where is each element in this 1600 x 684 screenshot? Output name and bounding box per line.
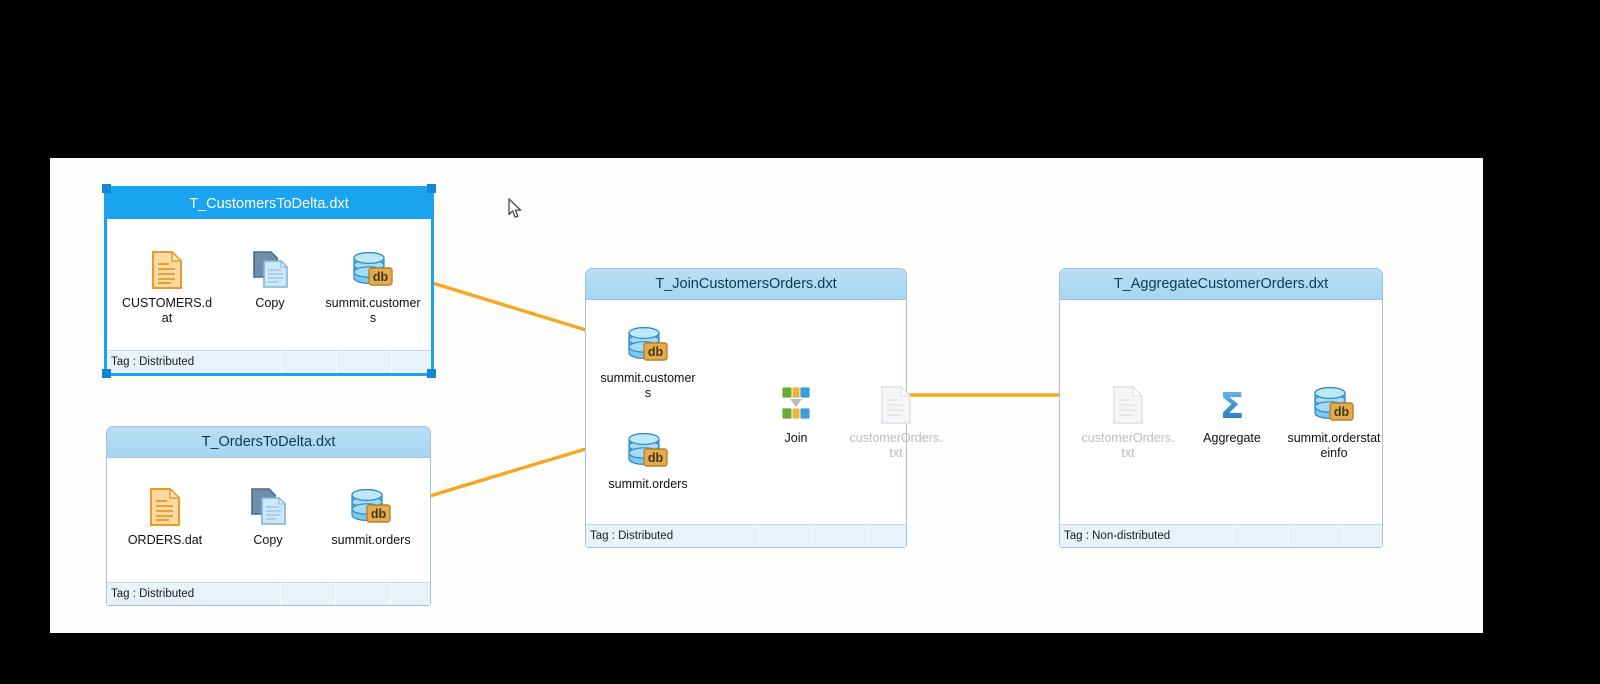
node-label-join-op: Join [784,431,808,445]
svg-text:db: db [648,345,664,359]
footer-cell-3 [1289,525,1344,547]
footer-tag-aggregate-customer-orders: Tag : Non-distributed [1060,525,1234,547]
footer-cell-4 [1343,525,1382,547]
node-join-op[interactable]: Join [748,382,844,446]
sigma-icon: Σ [1184,382,1280,428]
node-label-orders-dat: ORDERS.dat [127,533,203,547]
file-ghost-icon [848,382,944,428]
footer-cell-4 [391,583,430,605]
panel-body-join-customers-orders[interactable]: db summit.customers [586,300,943,547]
resize-handle-bottom-right[interactable] [427,369,436,378]
node-label-copy-2: Copy [253,533,283,547]
panel-orders-to-delta[interactable]: T_OrdersToDelta.dxt [106,426,431,606]
panel-footer-customers-to-delta: Tag : Distributed [107,350,431,373]
node-summit-orderstateinfo[interactable]: db summit.orderstateinfo [1286,382,1382,461]
footer-cell-4 [392,351,431,373]
svg-text:db: db [371,507,387,521]
node-aggregate-input-file[interactable]: customerOrders.txt [1080,382,1176,461]
node-join-input-orders[interactable]: db summit.orders [600,428,696,492]
footer-cell-2 [281,583,337,605]
node-copy-2[interactable]: Copy [220,484,316,548]
panel-title-join-customers-orders: T_JoinCustomersOrders.dxt [586,269,906,300]
node-label-customers-dat: CUSTOMERS.dat [121,296,213,325]
node-customers-dat[interactable]: CUSTOMERS.dat [119,247,215,326]
svg-text:db: db [648,451,664,465]
file-orange-icon [117,484,213,530]
footer-tag-join-customers-orders: Tag : Distributed [586,525,759,547]
footer-cell-3 [813,525,868,547]
resize-handle-top-right[interactable] [427,184,436,193]
database-db-icon: db [600,428,696,474]
node-label-summit-orderstateinfo: summit.orderstateinfo [1287,431,1381,460]
file-ghost-icon [1080,382,1176,428]
design-canvas[interactable]: T_CustomersToDelta.dxt [50,158,1483,633]
panel-body-aggregate-customer-orders[interactable]: customerOrders.txt Σ [1060,300,1382,547]
footer-tag-customers-to-delta: Tag : Distributed [107,351,282,373]
panel-footer-orders-to-delta: Tag : Distributed [107,582,430,605]
node-join-input-customers[interactable]: db summit.customers [600,322,696,401]
node-label-copy-1: Copy [255,296,285,310]
mouse-pointer-icon [508,198,524,220]
footer-cell-4 [868,525,906,547]
panel-body-customers-to-delta[interactable]: CUSTOMERS.dat [107,219,431,373]
node-aggregate-op[interactable]: Σ Aggregate [1184,382,1280,446]
footer-cell-3 [337,351,393,373]
panel-customers-to-delta[interactable]: T_CustomersToDelta.dxt [102,184,436,378]
node-label-join-input-orders: summit.orders [608,477,688,491]
panel-title-orders-to-delta: T_OrdersToDelta.dxt [107,427,430,458]
database-db-icon: db [325,247,421,293]
panel-footer-join-customers-orders: Tag : Distributed [586,524,906,547]
panel-title-aggregate-customer-orders: T_AggregateCustomerOrders.dxt [1060,269,1382,300]
panel-footer-aggregate-customer-orders: Tag : Non-distributed [1060,524,1382,547]
node-label-aggregate-op: Aggregate [1203,431,1261,445]
footer-cell-2 [282,351,338,373]
node-label-join-input-customers: summit.customers [600,371,696,400]
footer-cell-2 [1234,525,1289,547]
file-orange-icon [119,247,215,293]
svg-text:Σ: Σ [1220,386,1245,427]
node-join-output-file[interactable]: customerOrders.txt [848,382,944,461]
node-copy-1[interactable]: Copy [222,247,318,311]
join-icon [748,382,844,428]
database-db-icon: db [1286,382,1382,428]
svg-text:db: db [1334,405,1350,419]
resize-handle-top-left[interactable] [102,184,111,193]
resize-handle-bottom-left[interactable] [102,369,111,378]
panel-aggregate-customer-orders[interactable]: T_AggregateCustomerOrders.dxt c [1059,268,1383,548]
database-db-icon: db [323,484,419,530]
footer-cell-3 [336,583,392,605]
node-orders-dat[interactable]: ORDERS.dat [117,484,213,548]
footer-tag-orders-to-delta: Tag : Distributed [107,583,282,605]
panel-join-customers-orders[interactable]: T_JoinCustomersOrders.dxt [585,268,943,548]
node-summit-orders[interactable]: db summit.orders [323,484,419,548]
node-summit-customers[interactable]: db summit.customers [325,247,421,326]
footer-cell-2 [759,525,814,547]
panel-title-customers-to-delta: T_CustomersToDelta.dxt [107,189,431,219]
node-label-join-output-file: customerOrders.txt [849,431,943,460]
node-label-summit-customers: summit.customers [325,296,421,325]
copy-icon [220,484,316,530]
node-label-summit-orders: summit.orders [331,533,411,547]
database-db-icon: db [600,322,696,368]
node-label-aggregate-input-file: customerOrders.txt [1081,431,1175,460]
copy-icon [222,247,318,293]
svg-text:db: db [373,270,389,284]
